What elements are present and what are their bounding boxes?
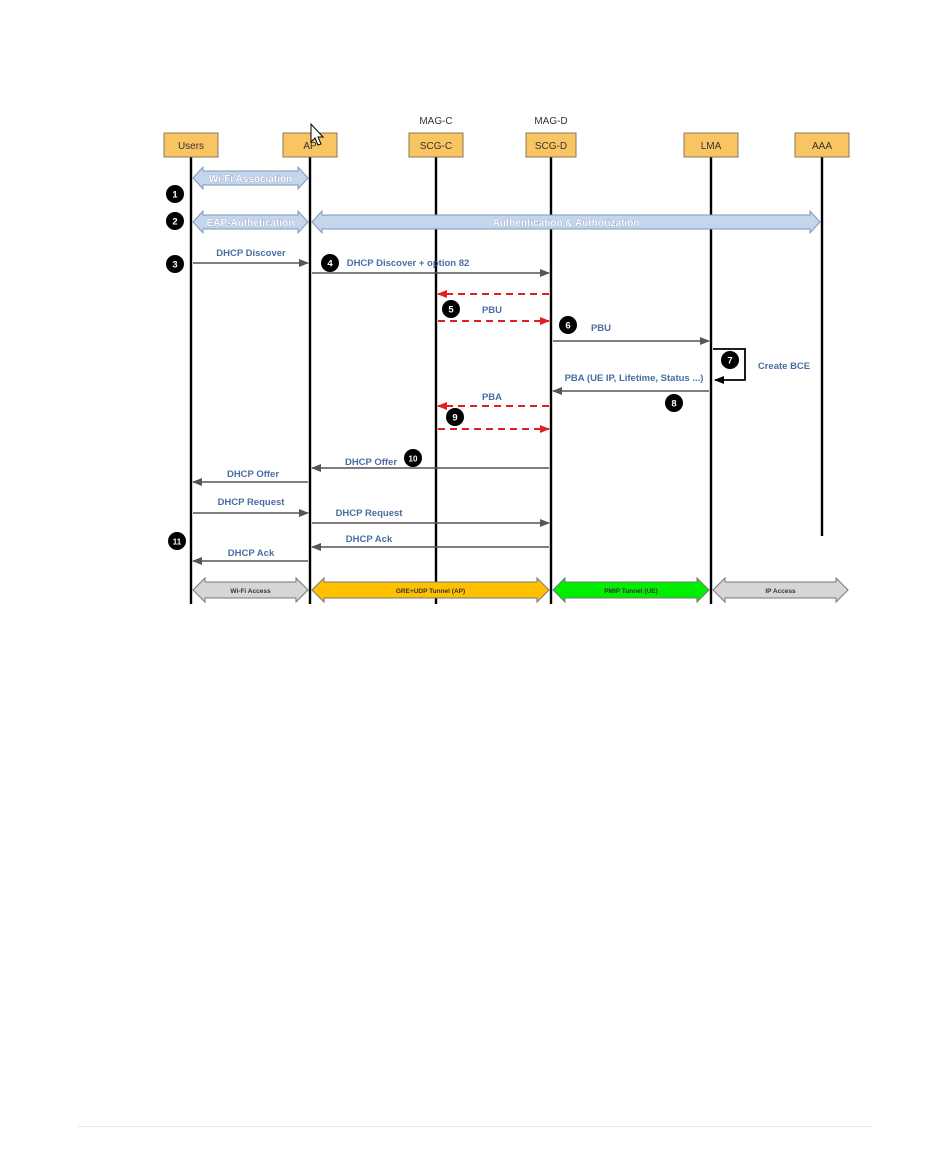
step-number-10: 10: [409, 455, 418, 464]
entity-box-scgd: [525, 132, 577, 158]
step-number-3: 3: [172, 260, 177, 271]
tunnel-ip-access: [712, 576, 849, 604]
band-label-authentication-authorization: Authentication & Authorization: [493, 218, 640, 229]
step-badge-2: [166, 212, 184, 230]
message-label-dhcp-ack-users: DHCP Ack: [228, 548, 275, 559]
step-number-1: 1: [172, 190, 178, 201]
step-number-8: 8: [671, 399, 676, 410]
entity-label-scgd: SCG-D: [535, 141, 567, 152]
tunnel-wifi-access: [192, 576, 309, 604]
entity-box-users: [163, 132, 219, 158]
tunnel-label-pmip-tunnel: PMIP Tunnel (UE): [604, 588, 658, 595]
above-label-scgc: MAG-C: [419, 116, 452, 127]
tunnel-label-ip-access: IP Access: [765, 588, 796, 595]
step-badge-5: [442, 300, 460, 318]
message-label-pbu-red: PBU: [482, 305, 502, 316]
tunnel-gre-udp-tunnel: [311, 576, 550, 604]
message-label-dhcp-discover-option82: DHCP Discover + option 82: [347, 258, 470, 269]
step-badge-10: [404, 449, 422, 467]
entity-box-ap: [282, 132, 338, 158]
band-eap-authentication: [192, 209, 309, 235]
entity-box-aaa: [794, 132, 850, 158]
step-number-2: 2: [172, 217, 177, 228]
step-badge-8: [665, 394, 683, 412]
step-badge-6: [559, 316, 577, 334]
entity-box-scgc: [408, 132, 464, 158]
message-label-pba-lma: PBA (UE IP, Lifetime, Status ...): [565, 373, 704, 384]
step-badge-11: [168, 532, 186, 550]
step-number-9: 9: [452, 413, 457, 424]
self-message-create-bce: [713, 348, 746, 384]
entity-label-lma: LMA: [701, 141, 722, 152]
step-badge-1: [166, 185, 184, 203]
entity-label-scgc: SCG-C: [420, 141, 452, 152]
step-number-11: 11: [173, 538, 182, 547]
step-number-5: 5: [448, 305, 454, 316]
tunnel-pmip-tunnel: [552, 576, 710, 604]
tunnel-label-wifi-access: Wi-Fi Access: [230, 588, 271, 595]
message-label-dhcp-request-users: DHCP Request: [218, 497, 286, 508]
message-label-dhcp-offer-ap: DHCP Offer: [345, 457, 397, 468]
band-wifi-association: [192, 165, 309, 191]
entity-label-aaa: AAA: [812, 141, 832, 152]
footer-divider: [78, 1126, 872, 1127]
message-label-dhcp-discover: DHCP Discover: [216, 248, 286, 259]
above-label-scgd: MAG-D: [534, 116, 567, 127]
message-label-dhcp-offer-users: DHCP Offer: [227, 469, 279, 480]
entity-box-lma: [683, 132, 739, 158]
entity-label-ap: AP: [303, 141, 317, 152]
band-label-eap-authentication: EAP-Authetication: [207, 218, 295, 229]
self-message-label: Create BCE: [758, 361, 810, 372]
entity-label-users: Users: [178, 141, 204, 152]
band-authentication-authorization: [311, 209, 821, 235]
message-label-pbu: PBU: [591, 323, 611, 334]
message-label-dhcp-ack-scgd: DHCP Ack: [346, 534, 393, 545]
message-label-dhcp-request-ap: DHCP Request: [336, 508, 404, 519]
step-badge-4: [321, 254, 339, 272]
step-number-6: 6: [565, 321, 570, 332]
step-badge-7: [721, 351, 739, 369]
step-number-4: 4: [327, 259, 333, 270]
mouse-cursor-icon: [310, 122, 325, 146]
step-number-7: 7: [727, 356, 732, 367]
step-badge-9: [446, 408, 464, 426]
band-label-wifi-association: Wi-Fi Association: [209, 174, 292, 185]
tunnel-label-gre-udp-tunnel: GRE+UDP Tunnel (AP): [396, 588, 465, 595]
step-badge-3: [166, 255, 184, 273]
message-label-pba-red: PBA: [482, 392, 502, 403]
